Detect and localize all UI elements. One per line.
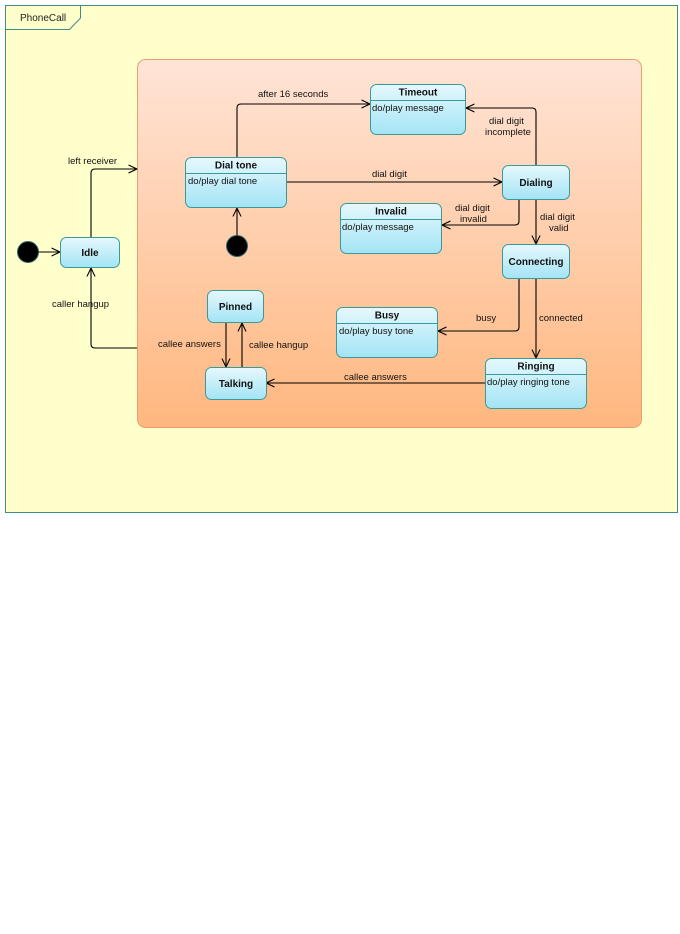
state-ringing-activity: do/play ringing tone xyxy=(487,377,570,388)
edge-dial-digit-incomplete xyxy=(466,108,537,165)
edge-after-16-seconds xyxy=(236,104,370,157)
state-busy-activity: do/play busy tone xyxy=(339,326,413,337)
edge-caller-hangup xyxy=(91,268,137,349)
state-busy: Busy do/play busy tone xyxy=(336,307,438,358)
label-dial-digit-valid-line2: valid xyxy=(549,223,569,234)
state-pinned-name: Pinned xyxy=(219,302,252,313)
state-dial-tone-name: Dial tone xyxy=(215,161,258,172)
state-pinned: Pinned xyxy=(207,290,264,323)
label-dial-digit-valid-line1: dial digit xyxy=(540,212,575,223)
label-callee-answers-ringing: callee answers xyxy=(344,372,407,383)
state-ringing-name: Ringing xyxy=(517,362,554,373)
initial-node-outer xyxy=(17,241,39,263)
label-busy: busy xyxy=(476,313,496,324)
state-connecting-name: Connecting xyxy=(509,257,564,268)
label-dial-digit-invalid-line1: dial digit xyxy=(455,203,490,214)
label-dial-digit-incomplete-line1: dial digit xyxy=(489,116,524,127)
state-timeout-name: Timeout xyxy=(399,88,438,99)
label-dial-digit-invalid-line2: invalid xyxy=(460,214,487,225)
state-dialing-name: Dialing xyxy=(519,178,552,189)
state-idle: Idle xyxy=(60,237,120,268)
label-caller-hangup: caller hangup xyxy=(52,299,109,310)
state-connecting: Connecting xyxy=(502,244,570,279)
label-callee-answers-pinned: callee answers xyxy=(158,339,221,350)
label-callee-hangup: callee hangup xyxy=(249,340,308,351)
state-talking: Talking xyxy=(205,367,267,400)
state-timeout-activity: do/play message xyxy=(372,103,444,114)
state-invalid-activity: do/play message xyxy=(342,222,414,233)
label-after-16-seconds: after 16 seconds xyxy=(258,89,328,100)
state-invalid: Invalid do/play message xyxy=(340,203,442,254)
state-dialing: Dialing xyxy=(502,165,570,200)
edge-busy xyxy=(438,279,520,331)
state-invalid-name: Invalid xyxy=(375,207,407,218)
state-dial-tone-activity: do/play dial tone xyxy=(188,176,257,187)
label-dial-digit: dial digit xyxy=(372,169,407,180)
transitions xyxy=(38,104,537,383)
label-dial-digit-incomplete-line2: incomplete xyxy=(485,127,531,138)
frame-tab xyxy=(5,5,81,30)
frame-title: PhoneCall xyxy=(20,13,66,24)
state-idle-name: Idle xyxy=(81,248,99,259)
edge-left-receiver xyxy=(90,169,137,237)
state-ringing: Ringing do/play ringing tone xyxy=(485,358,587,409)
transition-labels: left receiver caller hangup after 16 sec… xyxy=(52,89,583,383)
label-connected: connected xyxy=(539,313,583,324)
state-busy-name: Busy xyxy=(375,311,400,322)
edge-dial-digit-invalid xyxy=(442,200,520,225)
label-left-receiver: left receiver xyxy=(68,156,117,167)
state-timeout: Timeout do/play message xyxy=(370,84,466,135)
state-talking-name: Talking xyxy=(219,379,253,390)
state-dial-tone: Dial tone do/play dial tone xyxy=(185,157,287,208)
initial-node-inner xyxy=(226,235,248,257)
